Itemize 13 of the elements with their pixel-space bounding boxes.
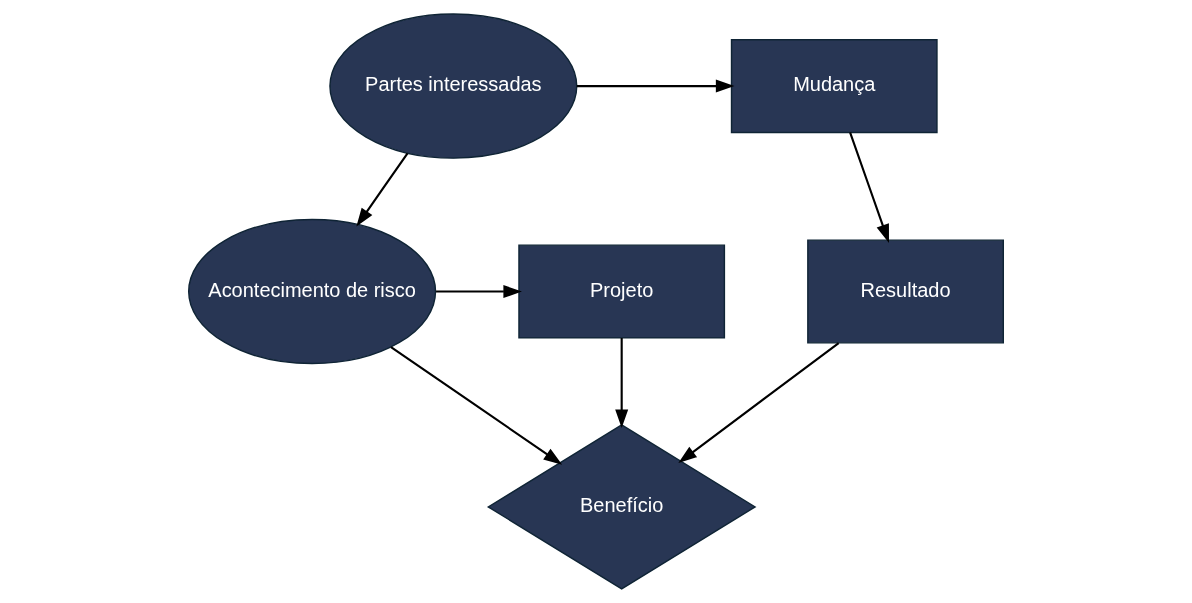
node-box: Projeto <box>518 244 726 339</box>
arrow <box>849 132 889 243</box>
arrow <box>436 285 522 298</box>
arrow <box>678 342 840 464</box>
node-ellipse: Partes interessadas <box>329 13 578 159</box>
node-box: Mudança <box>730 39 938 134</box>
node-box: Resultado <box>807 239 1004 344</box>
arrow <box>390 346 563 465</box>
node-ellipse: Acontecimento de risco <box>188 218 437 365</box>
arrow <box>576 79 735 93</box>
arrow <box>615 338 629 429</box>
arrow <box>356 152 409 227</box>
node-diamond: Benefício <box>486 424 757 590</box>
